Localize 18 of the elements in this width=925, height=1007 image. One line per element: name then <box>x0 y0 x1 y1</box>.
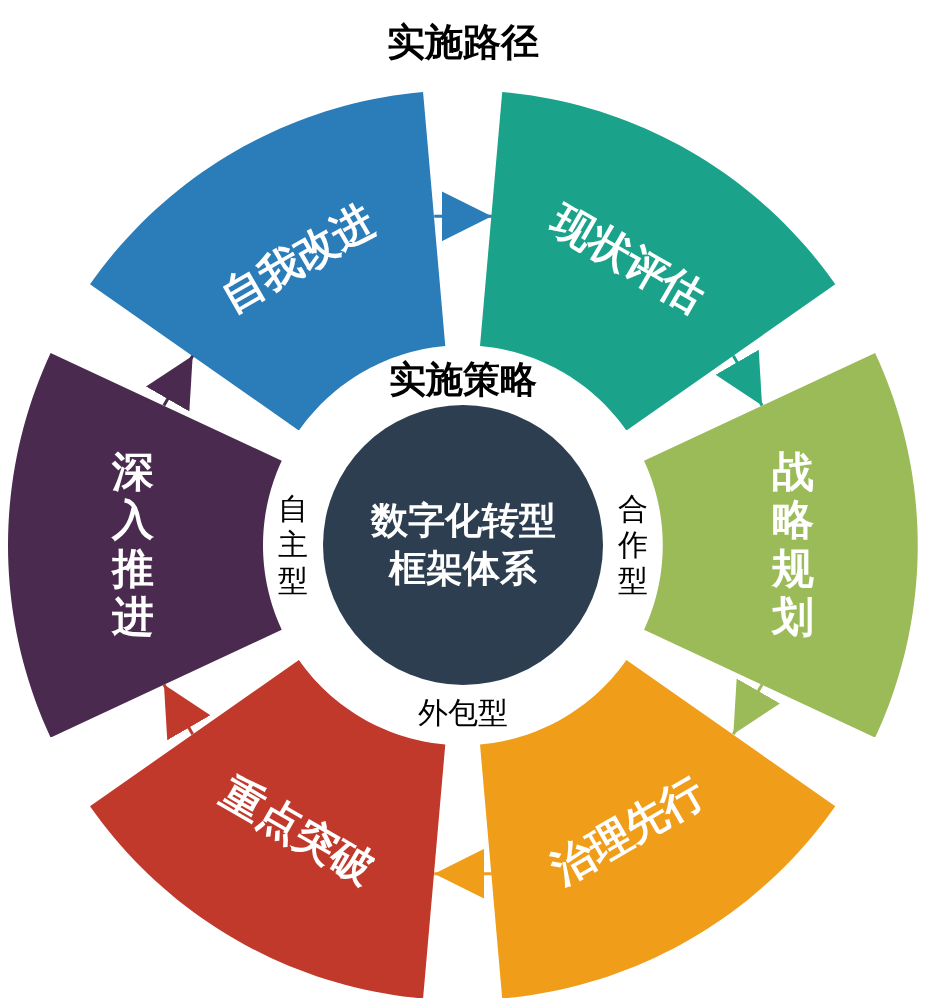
arrow <box>162 683 211 741</box>
section-heading: 实施策略 <box>389 357 537 403</box>
arrow <box>146 354 194 412</box>
strategy-label: 自主型 <box>278 491 308 599</box>
title: 实施路径 <box>387 18 539 66</box>
segment-label: 深入推进 <box>112 448 154 642</box>
center-label: 数字化转型框架体系 <box>369 497 557 592</box>
arrow <box>434 848 492 899</box>
arrow <box>732 678 780 736</box>
segment-label: 重点突破 <box>212 766 384 895</box>
segment-label: 治理先行 <box>542 766 714 895</box>
arrow <box>434 191 492 242</box>
segment-label: 战略规划 <box>772 448 814 642</box>
strategy-label: 合作型 <box>618 491 648 599</box>
strategy-label: 外包型 <box>418 693 508 732</box>
segment-label: 现状评估 <box>542 195 714 323</box>
segment-label: 自我改进 <box>212 195 384 323</box>
arrow <box>715 349 764 407</box>
